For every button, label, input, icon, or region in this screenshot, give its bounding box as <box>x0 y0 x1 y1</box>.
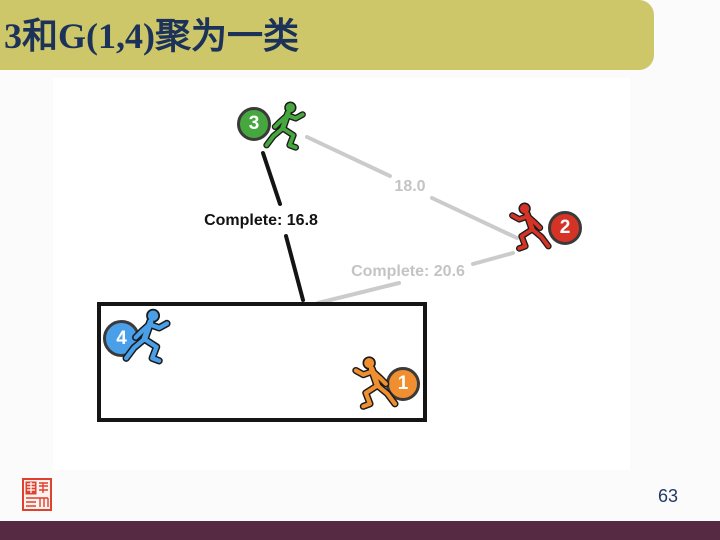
runner-2-icon <box>507 194 553 260</box>
runner-3-icon <box>262 95 308 157</box>
edge-label-complete-206: Complete: 20.6 <box>351 263 465 280</box>
runner-1-icon <box>350 351 400 415</box>
seal-logo <box>22 478 52 511</box>
edge-label-180: 18.0 <box>394 178 426 195</box>
page-number: 63 <box>658 486 679 506</box>
title-bar: 3和G(1,4)聚为一类 <box>0 0 654 70</box>
node-badge-2: 2 <box>548 211 582 245</box>
node-badge-3: 3 <box>237 107 271 141</box>
edge-label-complete-168: Complete: 16.8 <box>202 212 320 230</box>
runner-4-icon <box>121 304 173 369</box>
slide-title: 3和G(1,4)聚为一类 <box>4 16 299 56</box>
footer-bar <box>0 521 720 540</box>
